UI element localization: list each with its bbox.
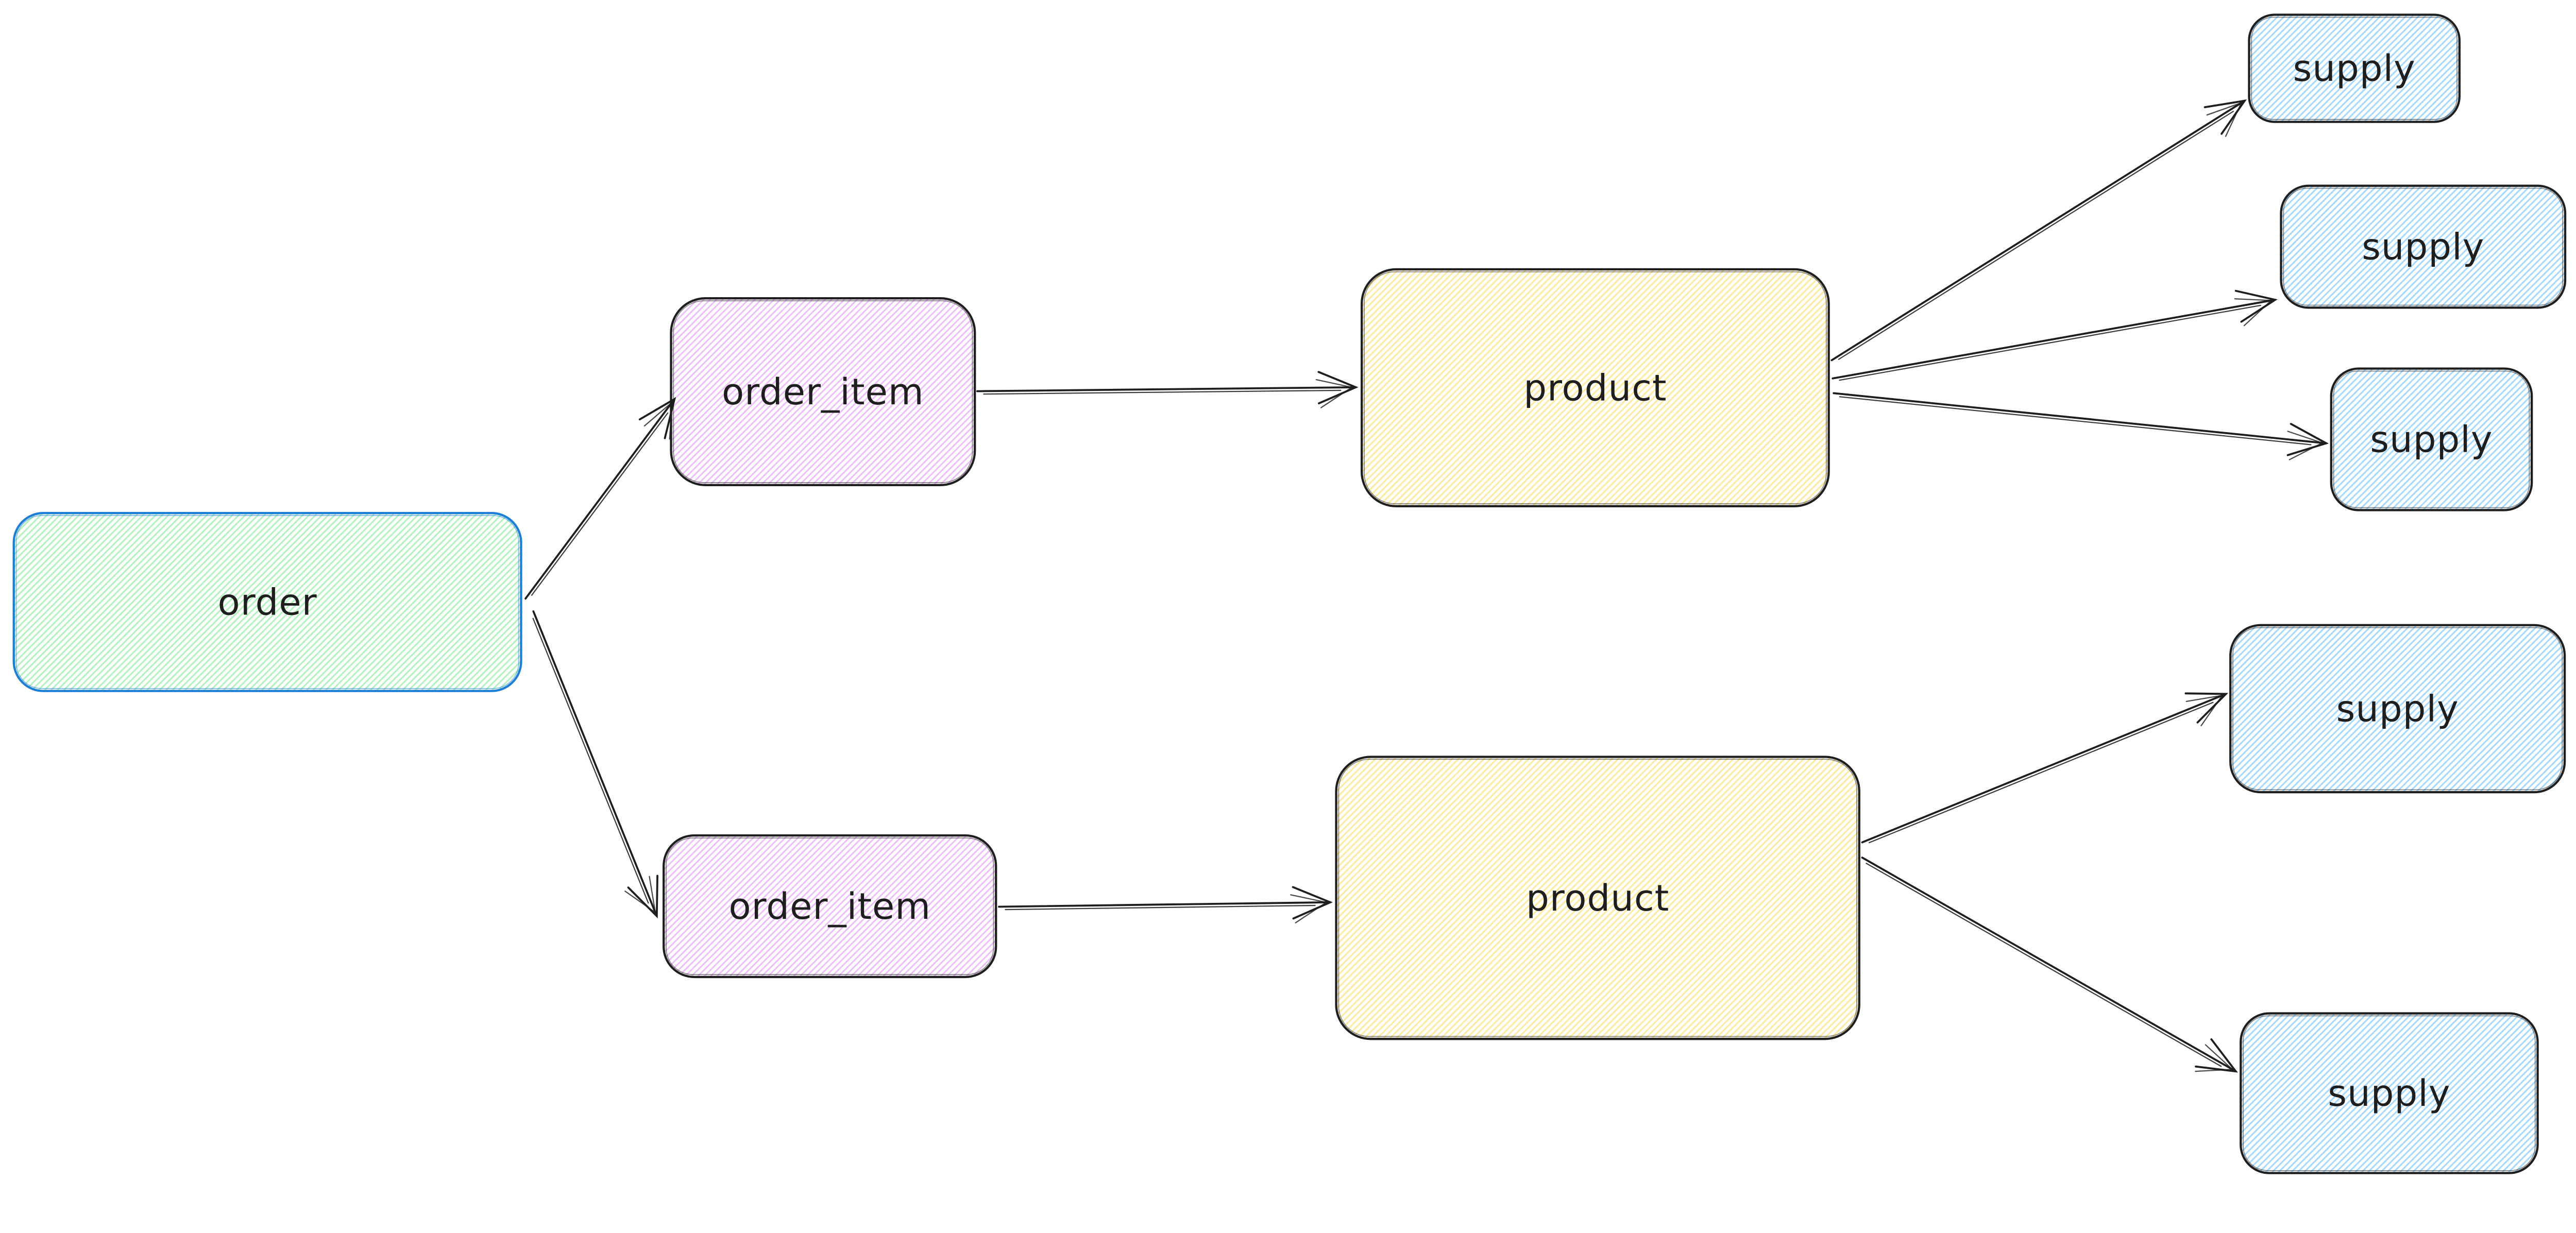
node-product-bottom[interactable]: product: [1335, 756, 1860, 1040]
arrowhead-second-pass-icon: [624, 876, 656, 914]
node-label-supply-3: supply: [2370, 418, 2493, 461]
node-label-order: order: [218, 580, 317, 623]
node-box: [663, 834, 997, 979]
arrow-line-second-pass: [532, 618, 649, 904]
node-box-second-pass: [2243, 1015, 2536, 1171]
arrowhead-icon: [1292, 886, 1333, 920]
node-box: [1360, 268, 1830, 507]
arrowhead-icon: [2204, 99, 2247, 135]
node-box-second-pass: [15, 515, 519, 689]
node-box-second-pass: [673, 300, 973, 483]
node-label-supply-5: supply: [2328, 1072, 2450, 1115]
node-supply-1[interactable]: supply: [2248, 13, 2461, 123]
node-label-product-bottom: product: [1526, 877, 1669, 919]
node-box: [2229, 624, 2566, 794]
node-supply-5[interactable]: supply: [2240, 1012, 2539, 1174]
arrow-line-second-pass: [1005, 904, 1316, 911]
arrowhead-icon: [2234, 289, 2278, 323]
arrow-order-to-order-item-bottom[interactable]: [532, 610, 658, 919]
arrowhead-icon: [2286, 423, 2329, 456]
node-supply-4[interactable]: supply: [2229, 624, 2566, 794]
arrow-product-bottom-to-supply-4[interactable]: [1861, 692, 2229, 844]
node-order-item-bottom[interactable]: order_item: [663, 834, 997, 979]
arrow-line: [1861, 857, 2237, 1073]
arrow-order-item-top-to-product-top[interactable]: [976, 371, 1359, 408]
node-supply-2[interactable]: supply: [2280, 184, 2567, 309]
node-box: [670, 297, 976, 486]
arrow-product-top-to-supply-2[interactable]: [1832, 289, 2278, 381]
node-order-item-top[interactable]: order_item: [670, 297, 976, 486]
node-box-second-pass: [2251, 16, 2458, 120]
node-box: [2240, 1012, 2539, 1174]
node-label-product-top: product: [1523, 366, 1667, 409]
node-box-second-pass: [665, 837, 994, 975]
arrowhead-second-pass-icon: [1290, 894, 1328, 923]
arrow-line: [532, 610, 658, 917]
arrow-line: [1833, 392, 2328, 444]
arrow-order-item-bottom-to-product-bottom[interactable]: [998, 886, 1333, 923]
arrow-product-top-to-supply-3[interactable]: [1833, 392, 2329, 460]
node-box: [1335, 756, 1860, 1040]
arrow-order-to-order-item-top[interactable]: [524, 397, 676, 600]
arrowhead-second-pass-icon: [2206, 101, 2243, 137]
node-label-supply-1: supply: [2293, 47, 2415, 90]
arrow-line: [524, 398, 676, 600]
arrowhead-icon: [638, 397, 676, 439]
arrowhead-second-pass-icon: [643, 401, 673, 440]
arrowhead-icon: [2184, 692, 2229, 724]
node-box: [2330, 367, 2533, 511]
arrowhead-second-pass-icon: [1315, 379, 1353, 408]
arrowhead-second-pass-icon: [2234, 298, 2273, 327]
node-label-order-item-bottom: order_item: [728, 885, 931, 928]
diagram-canvas[interactable]: orderorder_itemorder_itemproductproducts…: [0, 0, 2576, 1177]
node-label-supply-4: supply: [2336, 687, 2459, 730]
arrow-line: [1861, 693, 2227, 844]
arrow-line: [1832, 299, 2276, 380]
arrowhead-icon: [2195, 1038, 2238, 1073]
node-box-second-pass: [2283, 187, 2564, 306]
arrow-line: [1831, 99, 2246, 362]
node-box-second-pass: [2333, 370, 2530, 508]
arrowhead-second-pass-icon: [2195, 1044, 2234, 1072]
arrow-line: [998, 901, 1331, 908]
arrowhead-icon: [627, 875, 658, 919]
arrow-line-second-pass: [1868, 701, 2214, 844]
node-box-second-pass: [1363, 271, 1827, 505]
arrowhead-second-pass-icon: [2287, 431, 2324, 460]
arrow-line: [976, 386, 1357, 392]
node-box-second-pass: [1338, 759, 1857, 1037]
node-box: [12, 512, 522, 692]
arrow-line-second-pass: [1866, 862, 2222, 1067]
node-label-order-item-top: order_item: [722, 370, 924, 413]
node-order[interactable]: order: [12, 512, 522, 692]
arrow-product-top-to-supply-1[interactable]: [1831, 99, 2247, 362]
arrowhead-second-pass-icon: [2185, 694, 2224, 727]
node-product-top[interactable]: product: [1360, 268, 1830, 507]
node-supply-3[interactable]: supply: [2330, 367, 2533, 511]
node-box-second-pass: [2232, 627, 2563, 791]
node-box: [2248, 13, 2461, 123]
arrow-line-second-pass: [1838, 110, 2234, 361]
arrow-line-second-pass: [1839, 304, 2262, 381]
arrow-line-second-pass: [983, 389, 1342, 395]
arrow-line-second-pass: [1839, 396, 2312, 446]
arrow-line-second-pass: [531, 412, 669, 596]
node-box: [2280, 184, 2567, 309]
arrow-product-bottom-to-supply-5[interactable]: [1861, 857, 2238, 1073]
arrowhead-icon: [1317, 371, 1359, 405]
node-label-supply-2: supply: [2362, 226, 2484, 268]
